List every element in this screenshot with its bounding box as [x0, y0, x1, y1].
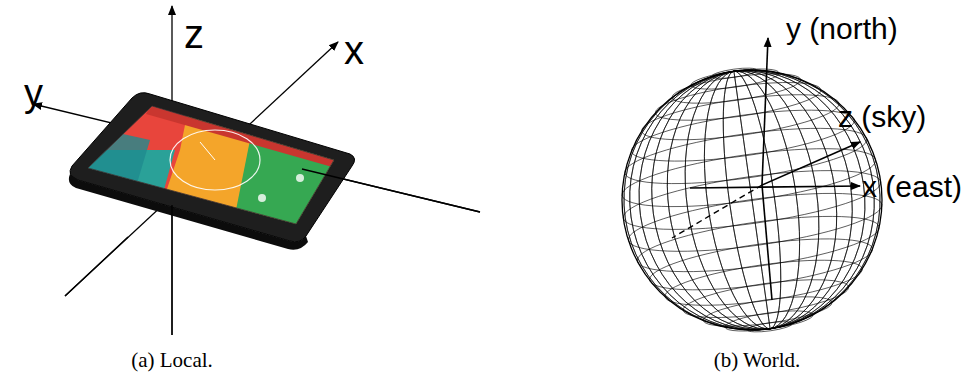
east-axis: [690, 186, 860, 188]
subfigure-caption: (b) World.: [714, 350, 801, 371]
globe-wireframe: [607, 53, 897, 346]
phone: [60, 90, 360, 250]
axis-label: z (sky): [838, 102, 926, 132]
axis-label: z: [184, 14, 204, 54]
down-axis: [762, 185, 772, 300]
subfigure-caption: (a) Local.: [131, 350, 213, 371]
axis-label: x: [344, 30, 364, 70]
dashed-axis: [672, 185, 762, 238]
axis-label: y: [24, 74, 43, 112]
axis-label: x (east): [862, 172, 962, 202]
north-axis: [762, 38, 768, 185]
sky-axis: [762, 142, 860, 185]
axis-label: y (north): [786, 14, 898, 44]
